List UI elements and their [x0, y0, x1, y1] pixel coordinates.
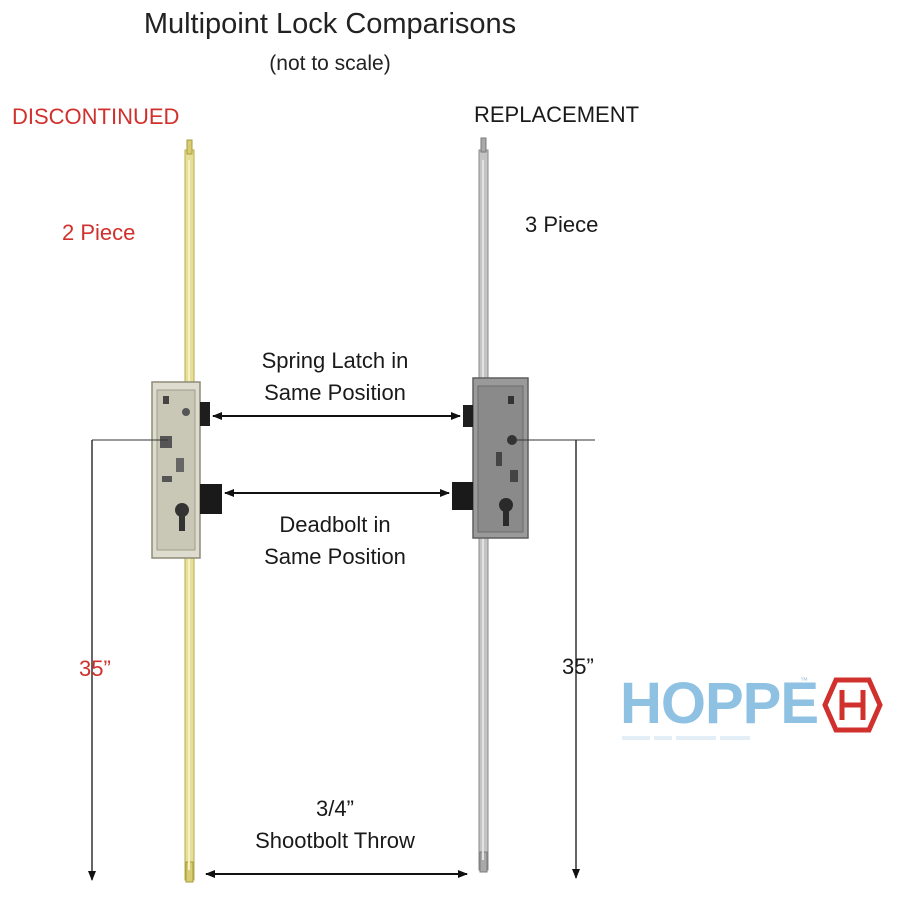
silver-deadbolt [452, 482, 473, 510]
hoppe-tagline-graphic [622, 736, 750, 740]
hoppe-logo-text: HOPPE [620, 671, 819, 736]
discontinued-label: DISCONTINUED [12, 104, 180, 129]
brass-deadbolt [200, 484, 222, 514]
latch-annotation-line2: Same Position [264, 380, 406, 405]
page-subtitle: (not to scale) [269, 52, 391, 75]
hoppe-hexagon-icon [822, 677, 883, 733]
brass-spring-latch [200, 402, 210, 426]
right-pieces-label: 3 Piece [525, 212, 599, 237]
deadbolt-annotation-line2: Same Position [264, 544, 406, 569]
throw-annotation-line2: Shootbolt Throw [255, 828, 415, 853]
right-length-label: 35” [562, 654, 594, 679]
latch-annotation-line1: Spring Latch in [261, 348, 409, 373]
left-length-label: 35” [79, 656, 111, 681]
brass-lock-case [151, 381, 201, 559]
silver-lock-case [472, 377, 529, 539]
left-pieces-label: 2 Piece [62, 220, 136, 245]
deadbolt-annotation-line1: Deadbolt in [279, 512, 391, 537]
throw-annotation-line1: 3/4” [316, 796, 354, 821]
hoppe-logo-trademark: ™ [800, 676, 808, 685]
page-title: Multipoint Lock Comparisons [143, 8, 517, 40]
replacement-label: REPLACEMENT [474, 102, 640, 127]
silver-spring-latch [463, 405, 473, 427]
